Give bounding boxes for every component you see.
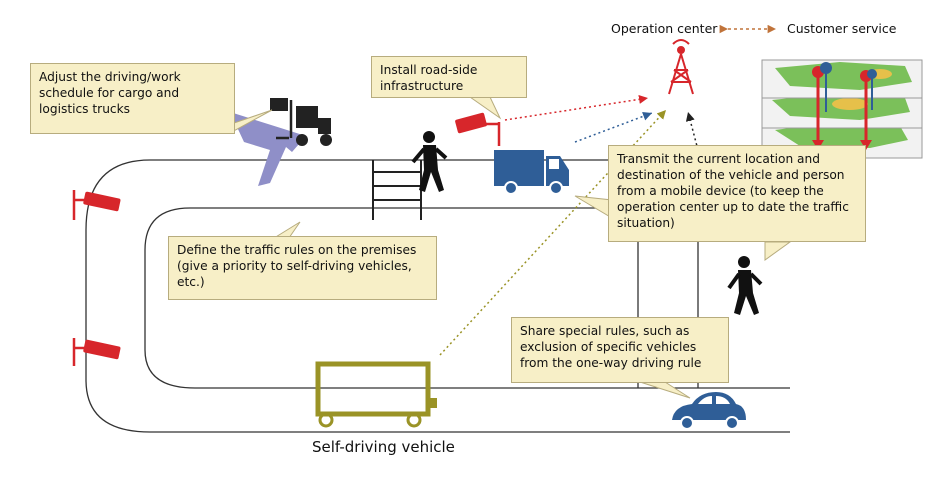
schedule-arrow bbox=[230, 112, 306, 186]
gate-icon bbox=[372, 160, 422, 220]
delivery-truck-icon bbox=[494, 150, 569, 195]
forklift-icon bbox=[270, 98, 332, 146]
self-driving-vehicle-icon bbox=[315, 361, 437, 428]
communication-lines bbox=[439, 94, 699, 356]
map-layers-icon bbox=[761, 59, 923, 159]
pedestrian-icon bbox=[411, 131, 448, 192]
roadside-camera-icon bbox=[72, 338, 121, 366]
radio-tower-icon bbox=[668, 39, 694, 95]
car-icon bbox=[672, 392, 746, 430]
callout-transmit-location: Transmit the current location and destin… bbox=[608, 145, 866, 242]
callout-adjust-schedule: Adjust the driving/work schedule for car… bbox=[30, 63, 235, 134]
self-driving-vehicle-label: Self-driving vehicle bbox=[312, 438, 455, 456]
callout-special-rules: Share special rules, such as exclusion o… bbox=[511, 317, 729, 383]
callout-traffic-rules: Define the traffic rules on the premises… bbox=[168, 236, 437, 300]
roadside-camera-icon bbox=[455, 112, 501, 146]
operation-center-label: Operation center bbox=[611, 21, 718, 36]
pedestrian-icon bbox=[727, 256, 763, 315]
callout-roadside-infrastructure: Install road-side infrastructure bbox=[371, 56, 527, 98]
roadside-camera-icon bbox=[72, 190, 121, 220]
customer-service-label: Customer service bbox=[787, 21, 897, 36]
